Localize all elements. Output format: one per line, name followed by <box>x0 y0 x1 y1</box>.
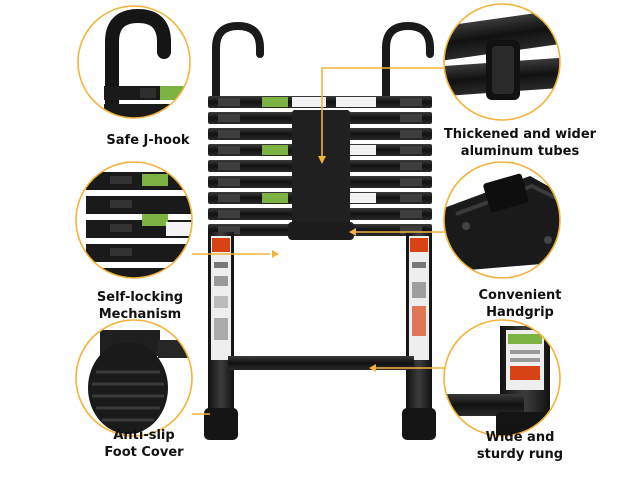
rung-detail-circle <box>443 319 561 437</box>
rung-label-sticker <box>262 193 288 203</box>
rung-lock-button <box>218 194 240 202</box>
handgrip-detail-circle <box>443 161 561 279</box>
tube-detail-circle <box>443 3 561 121</box>
label-thickened-aluminum-tubes: Thickened and wider aluminum tubes <box>420 126 620 160</box>
label-self-locking-mechanism: Self-locking Mechanism <box>80 289 200 323</box>
label-anti-slip-foot-cover: Anti-slip Foot Cover <box>84 427 204 461</box>
rung-lock-button <box>218 178 240 186</box>
callout-connectors <box>192 67 458 415</box>
bottom-rung <box>228 356 414 370</box>
foot-cover-detail-circle <box>75 319 193 437</box>
handgrip-strap <box>292 110 350 240</box>
rung-info-sticker <box>336 145 376 155</box>
left-foot-cover <box>204 408 238 440</box>
rail-warning-stickers <box>212 238 428 340</box>
rung-lock-button <box>218 146 240 154</box>
callout-arrows <box>272 156 376 372</box>
rung-lock-button <box>400 178 422 186</box>
label-line: Thickened and wider <box>443 127 597 142</box>
rung-lock-button <box>218 210 240 218</box>
label-line: sturdy rung <box>476 447 564 462</box>
rung-lock-button <box>218 226 240 234</box>
label-convenient-handgrip: Convenient Handgrip <box>420 287 620 321</box>
rung-lock-button <box>400 146 422 154</box>
self-locking-detail-circle <box>75 161 193 279</box>
rung-info-sticker <box>336 193 376 203</box>
label-line: Safe J-hook <box>106 133 190 148</box>
left-j-hook <box>212 21 264 104</box>
label-line: Handgrip <box>486 305 554 320</box>
label-safe-j-hook: Safe J-hook <box>88 132 208 149</box>
rung-lock-button <box>218 162 240 170</box>
label-line: Wide and <box>485 430 555 445</box>
rung-label-sticker <box>262 145 288 155</box>
label-line: Foot Cover <box>104 445 184 460</box>
rung-lock-button <box>400 162 422 170</box>
rung-info-sticker <box>292 97 326 107</box>
right-foot-cover <box>402 408 436 440</box>
label-line: Anti-slip <box>113 428 175 443</box>
ladder <box>204 21 436 440</box>
rung-lock-button <box>218 130 240 138</box>
rung-lock-button <box>400 130 422 138</box>
rung-lock-button <box>218 114 240 122</box>
rung-lock-button <box>218 98 240 106</box>
label-line: Self-locking <box>96 290 184 305</box>
rung-lock-button <box>400 114 422 122</box>
label-line: aluminum tubes <box>460 144 580 159</box>
rung-lock-button <box>400 226 422 234</box>
rung-lock-button <box>400 194 422 202</box>
rung-lock-button <box>400 210 422 218</box>
right-j-hook <box>382 21 434 104</box>
label-wide-sturdy-rung: Wide and sturdy rung <box>420 429 620 463</box>
rung-label-sticker <box>262 97 288 107</box>
rung-lock-button <box>400 98 422 106</box>
label-line: Convenient <box>478 288 562 303</box>
hook-detail-circle <box>77 5 191 119</box>
label-line: Mechanism <box>98 307 182 322</box>
rung-info-sticker <box>336 97 376 107</box>
